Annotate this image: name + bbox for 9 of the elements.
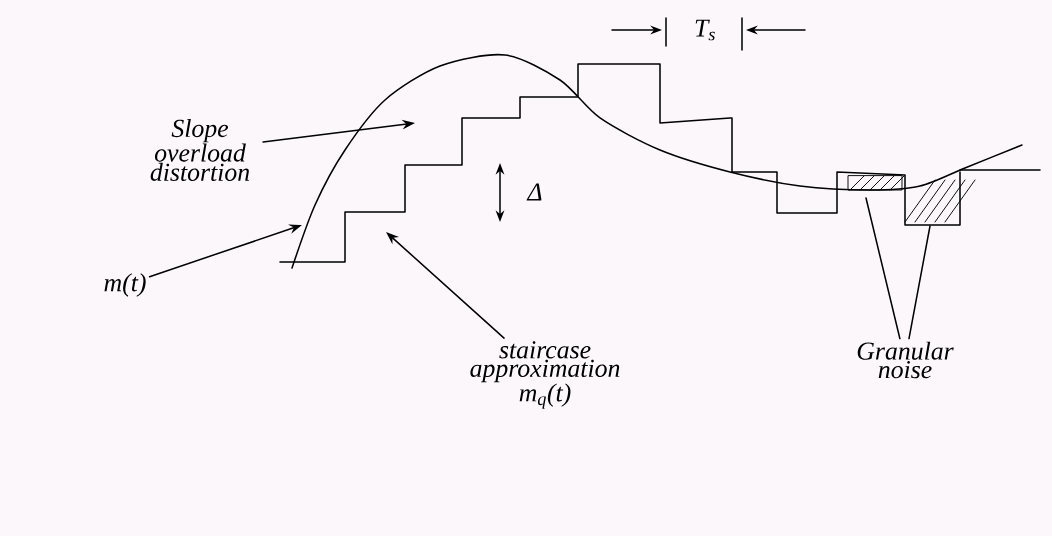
symbol-label: T$_{s}$ (695, 19, 715, 41)
leader-line (865, 197, 901, 340)
symbol-label: Δ (526, 183, 542, 201)
handwritten-label: staircase approximation m$_{q}$(t) (470, 341, 620, 409)
handwritten-label: m(t) (104, 273, 146, 297)
handwritten-label: Granular noise (857, 341, 954, 379)
handwritten-label: Slope overload distortion (150, 119, 250, 181)
leader-line (386, 232, 505, 339)
leader-line (908, 225, 931, 340)
